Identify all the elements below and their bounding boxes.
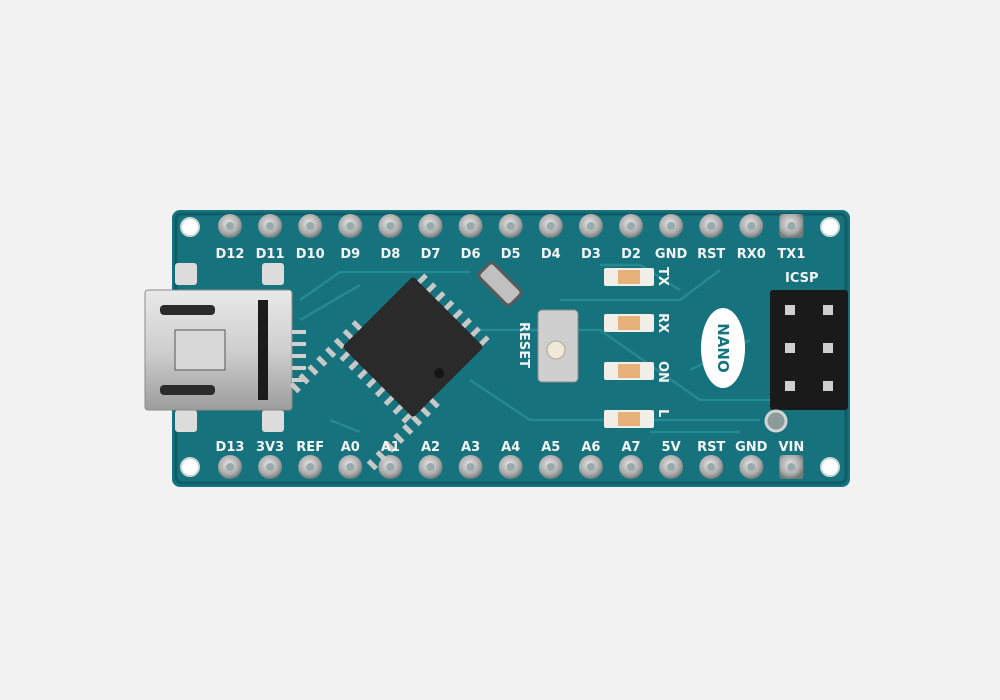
pin-label: D7: [421, 247, 441, 262]
header-pin: [739, 455, 764, 479]
header-pin: [458, 214, 483, 238]
led-label: TX: [655, 267, 670, 286]
reset-label: RESET: [516, 322, 531, 368]
header-pin: [779, 455, 804, 479]
led-l: [604, 410, 654, 428]
pin-label: TX1: [777, 247, 805, 262]
pin-label: A0: [341, 440, 360, 455]
header-pin: [659, 214, 684, 238]
pin-label: VIN: [779, 440, 805, 455]
pin-label: A4: [501, 440, 520, 455]
header-pin: [258, 214, 283, 238]
reset-button[interactable]: [537, 309, 579, 383]
microcontroller-chip: [289, 273, 490, 471]
header-pin: [458, 455, 483, 479]
header-pin: [578, 455, 603, 479]
header-pin: [338, 455, 363, 479]
pin-label: A2: [421, 440, 440, 455]
via-large: [764, 409, 788, 433]
header-pin: [298, 214, 323, 238]
header-pin: [659, 455, 684, 479]
pin-label: RX0: [737, 247, 766, 262]
nano-label: NANO: [714, 323, 732, 372]
pin-label: GND: [655, 247, 688, 262]
header-pin: [578, 214, 603, 238]
header-pin: [218, 214, 242, 238]
icsp-pin: [823, 305, 833, 315]
pin-label: GND: [735, 440, 768, 455]
led-label: L: [655, 409, 670, 417]
pin-label: A6: [581, 440, 600, 455]
pin-label: D3: [581, 247, 601, 262]
status-leds: TX RX ON L: [604, 267, 670, 428]
crystal-oscillator: [477, 261, 523, 307]
pin-label: RST: [697, 247, 725, 262]
led-on: [604, 362, 654, 380]
pin-label: D6: [461, 247, 481, 262]
pin-label: 3V3: [256, 440, 284, 455]
pin-label: A3: [461, 440, 480, 455]
pin-label: D9: [340, 247, 360, 262]
pin-label: D5: [501, 247, 521, 262]
mount-holes: [180, 217, 840, 477]
led-tx: [604, 268, 654, 286]
pin-label: D12: [216, 247, 245, 262]
pin-label: A1: [381, 440, 400, 455]
icsp-pin: [785, 381, 795, 391]
header-pin: [418, 214, 443, 238]
header-pin: [258, 455, 283, 479]
icsp-pin: [785, 305, 795, 315]
icsp-header: [770, 290, 848, 410]
header-pin: [498, 455, 523, 479]
icsp-pin: [823, 381, 833, 391]
header-pin: [619, 455, 643, 479]
led-rx: [604, 314, 654, 332]
header-pin: [538, 214, 563, 238]
pin-label: D13: [216, 440, 245, 455]
header-pins: [218, 214, 804, 479]
icsp-label: ICSP: [785, 271, 819, 286]
header-pin: [538, 455, 563, 479]
pin-label: D2: [621, 247, 641, 262]
mini-usb-connector: [144, 263, 306, 432]
header-pin: [338, 214, 363, 238]
pin-label: 5V: [662, 440, 681, 455]
pin-label: RST: [697, 440, 725, 455]
header-pin: [699, 214, 724, 238]
header-pin: [779, 214, 804, 238]
header-pin: [218, 455, 242, 479]
pin-label: A7: [621, 440, 640, 455]
nano-logo: [701, 308, 745, 388]
led-label: ON: [655, 361, 670, 383]
pin-label: D11: [256, 247, 285, 262]
header-pin: [378, 455, 403, 479]
header-pin: [378, 214, 403, 238]
pin-label: REF: [296, 440, 324, 455]
pin-label: A5: [541, 440, 560, 455]
icsp-pin: [823, 343, 833, 353]
header-pin: [619, 214, 643, 238]
pin-label: D8: [380, 247, 400, 262]
header-pin: [699, 455, 724, 479]
header-pin: [498, 214, 523, 238]
pin-label: D10: [296, 247, 325, 262]
header-pin: [739, 214, 764, 238]
pin-label: D4: [541, 247, 561, 262]
led-label: RX: [655, 313, 670, 333]
icsp-pin: [785, 343, 795, 353]
header-pin: [418, 455, 443, 479]
pcb-board: [172, 210, 850, 487]
header-pin: [298, 455, 323, 479]
